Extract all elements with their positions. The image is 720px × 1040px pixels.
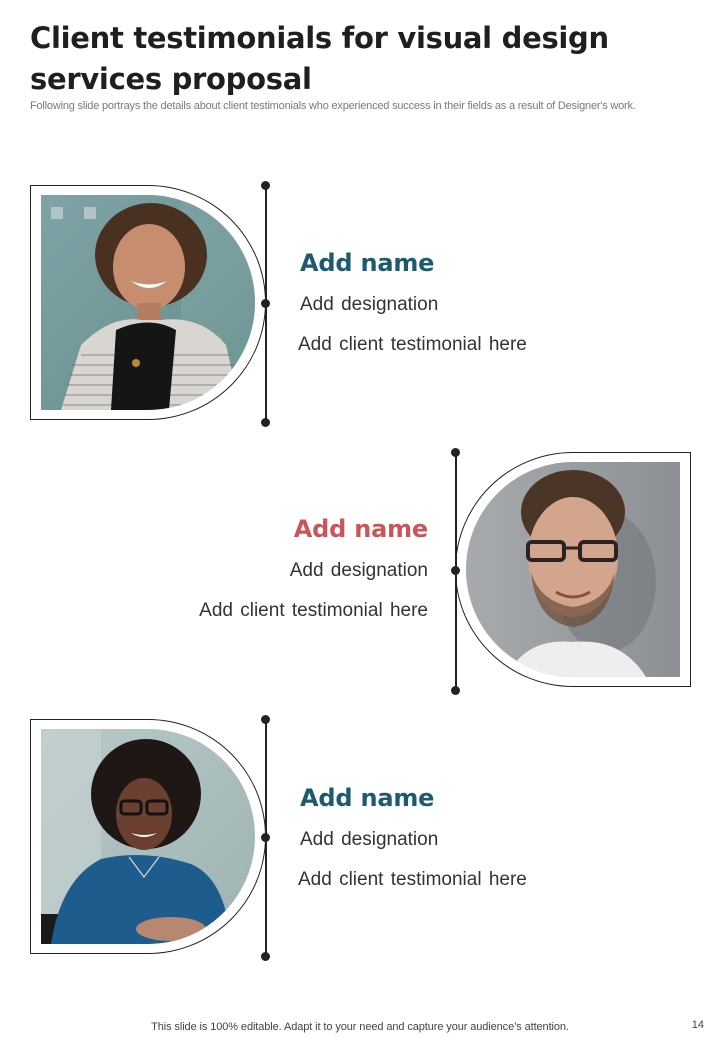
client-name[interactable]: Add name [293, 515, 428, 543]
client-designation[interactable]: Add designation [289, 560, 428, 581]
footer-note: This slide is 100% editable. Adapt it to… [151, 1021, 569, 1033]
timeline-dot [261, 181, 270, 190]
woman-afro-glasses-photo-icon [41, 729, 255, 944]
client-photo-2[interactable] [466, 462, 680, 677]
timeline-dot [261, 299, 270, 308]
timeline-dot [261, 715, 270, 724]
timeline-dot [451, 448, 460, 457]
client-testimonial[interactable]: Add client testimonial here [298, 869, 527, 890]
timeline-dot [261, 418, 270, 427]
page-title: Client testimonials for visual design se… [30, 21, 609, 96]
testimonial-text-1: Add name Add designation Add client test… [298, 248, 620, 357]
client-name[interactable]: Add name [300, 784, 435, 812]
page-subtitle: Following slide portrays the details abo… [30, 100, 636, 112]
client-photo-1[interactable] [41, 195, 255, 410]
page-number: 14 [691, 1019, 704, 1031]
client-designation[interactable]: Add designation [300, 829, 439, 850]
timeline-dot [451, 686, 460, 695]
client-testimonial[interactable]: Add client testimonial here [298, 334, 527, 355]
timeline-dot [261, 833, 270, 842]
client-designation[interactable]: Add designation [300, 294, 439, 315]
man-glasses-photo-icon [466, 462, 680, 677]
testimonial-text-3: Add name Add designation Add client test… [298, 783, 620, 892]
client-photo-3[interactable] [41, 729, 255, 944]
timeline-dot [261, 952, 270, 961]
testimonial-text-2: Add name Add designation Add client test… [108, 514, 428, 623]
client-name[interactable]: Add name [300, 249, 435, 277]
woman-curly-hair-photo-icon [41, 195, 255, 410]
timeline-dot [451, 566, 460, 575]
client-testimonial[interactable]: Add client testimonial here [199, 600, 428, 621]
